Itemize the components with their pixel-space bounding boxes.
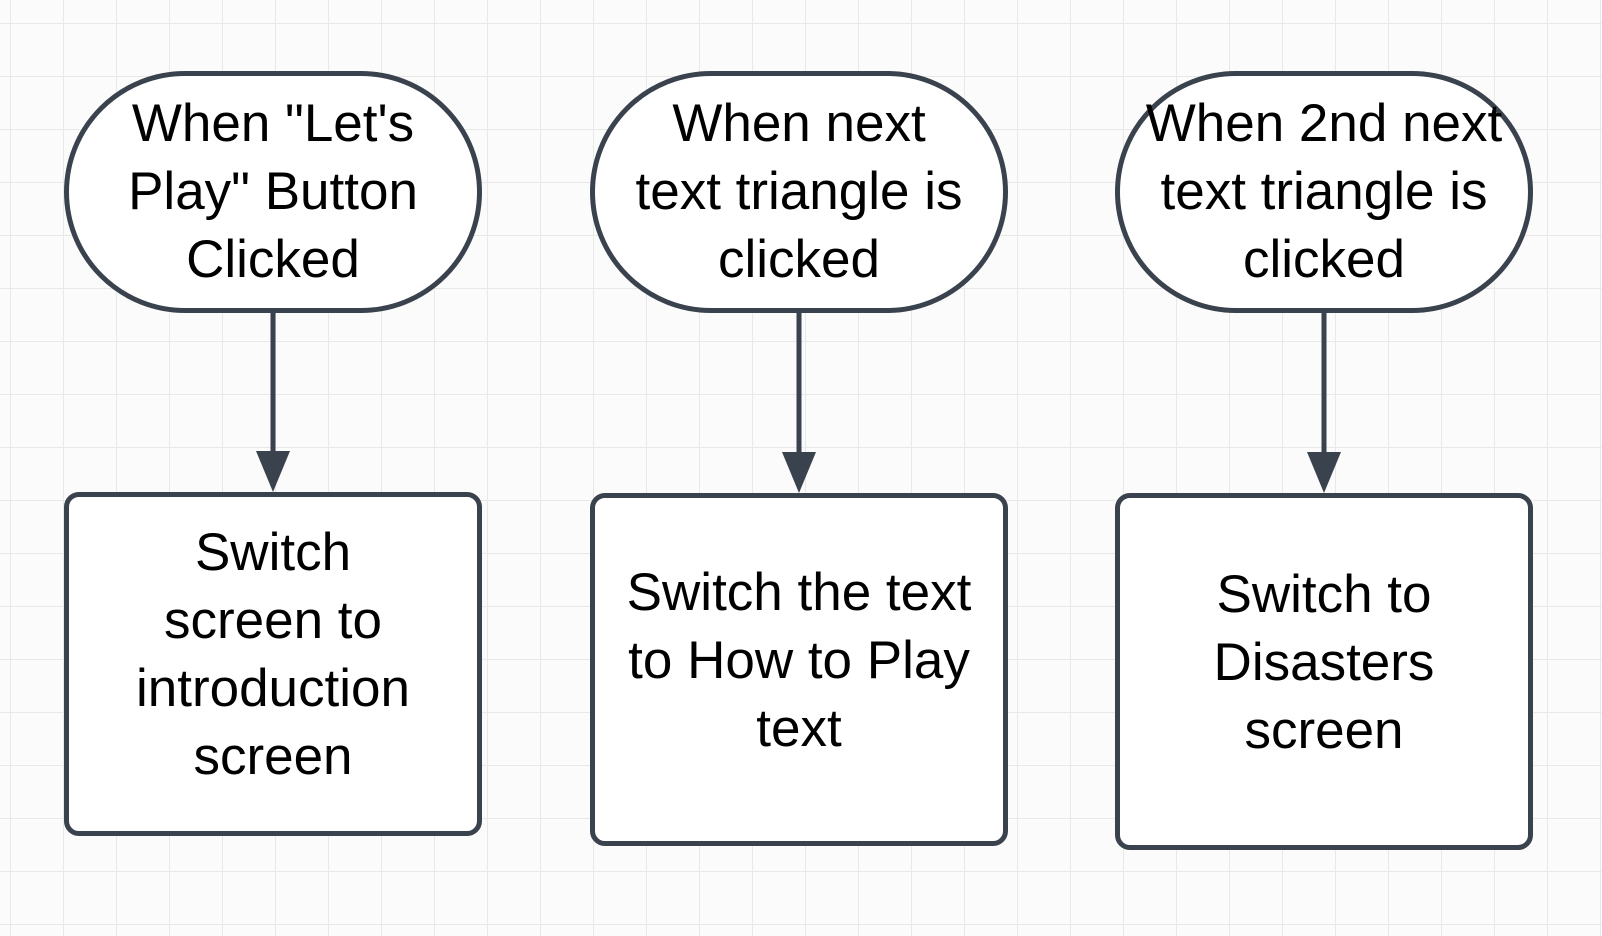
arrow-head-icon bbox=[782, 452, 816, 493]
trigger-node-label: When 2nd next text triangle is clicked bbox=[1145, 94, 1503, 289]
arrow-line bbox=[1321, 313, 1327, 457]
action-node-label: Switch to Disasters screen bbox=[1213, 564, 1435, 760]
trigger-node-label: When "Let's Play" Button Clicked bbox=[128, 94, 418, 289]
connector-arrow-3[interactable] bbox=[1305, 313, 1343, 493]
connector-arrow-1[interactable] bbox=[254, 313, 292, 492]
arrow-line bbox=[270, 313, 276, 456]
action-node-switch-disasters-screen[interactable]: Switch to Disasters screen bbox=[1115, 493, 1533, 850]
trigger-node-next-triangle-clicked[interactable]: When next text triangle is clicked bbox=[590, 71, 1008, 313]
trigger-node-label: When next text triangle is clicked bbox=[635, 94, 963, 289]
connector-arrow-2[interactable] bbox=[780, 313, 818, 493]
arrow-head-icon bbox=[256, 451, 290, 492]
action-node-label: Switch screen to introduction screen bbox=[135, 523, 410, 786]
action-node-switch-how-to-play-text[interactable]: Switch the text to How to Play text bbox=[590, 493, 1008, 846]
trigger-node-2nd-next-triangle-clicked[interactable]: When 2nd next text triangle is clicked bbox=[1115, 71, 1533, 313]
arrow-head-icon bbox=[1307, 452, 1341, 493]
action-node-label: Switch the text to How to Play text bbox=[626, 562, 972, 758]
action-node-switch-introduction-screen[interactable]: Switch screen to introduction screen bbox=[64, 492, 482, 836]
trigger-node-lets-play-clicked[interactable]: When "Let's Play" Button Clicked bbox=[64, 71, 482, 313]
arrow-line bbox=[796, 313, 802, 457]
